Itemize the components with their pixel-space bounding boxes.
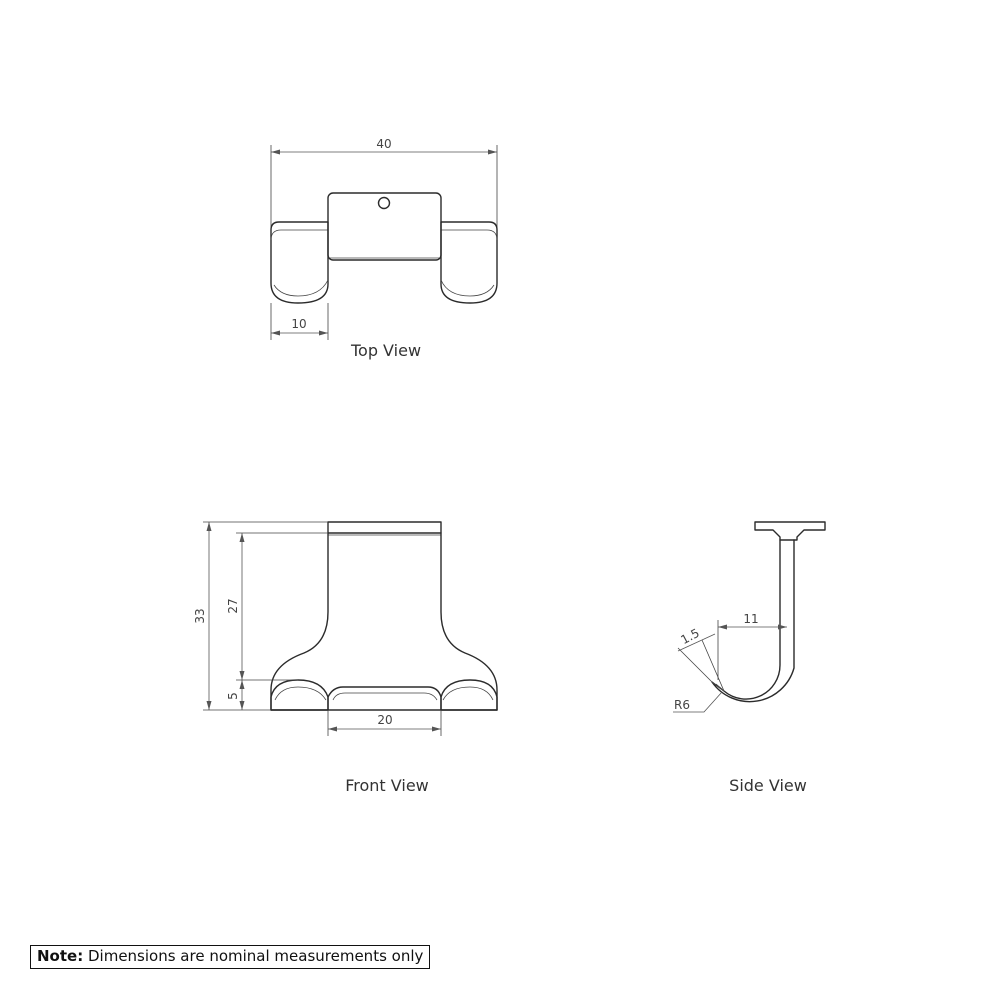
side-tip-dim-line [677,633,716,652]
front-top-plate [327,521,442,534]
front-body-height-label: 27 [226,598,240,613]
top-right-hook [440,221,498,304]
front-left-hook-base [270,679,329,711]
front-lip-height-label: 5 [226,692,240,700]
top-view-caption: Top View [350,341,421,360]
note-box: Note: Dimensions are nominal measurement… [30,945,431,969]
note-label: Note: [37,947,84,965]
mounting-screw-hole [377,196,391,210]
top-mounting-plate [327,192,442,261]
front-body-outline [270,532,498,711]
side-view-caption: Side View [729,776,807,795]
front-center-width-label: 20 [377,713,392,727]
top-overall-width-label: 40 [376,137,391,151]
front-overall-height-label: 33 [193,608,207,623]
front-center-base [327,686,442,711]
side-radius-label: R6 [674,698,690,712]
top-view: 40 10 Top View [270,137,498,360]
side-tip-label: 1.5 [678,626,701,647]
front-view: 33 27 5 20 Front View [193,521,498,795]
top-left-hook [270,221,329,304]
note-text: Dimensions are nominal measurements only [87,947,424,965]
front-view-caption: Front View [345,776,429,795]
top-hook-width-label: 10 [291,317,306,331]
side-depth-label: 11 [743,612,758,626]
front-right-hook-base [440,679,498,711]
side-mounting-flange [754,521,826,541]
side-radius-leader [673,691,723,713]
side-view: 11 1.5 R6 Side View [673,521,826,795]
